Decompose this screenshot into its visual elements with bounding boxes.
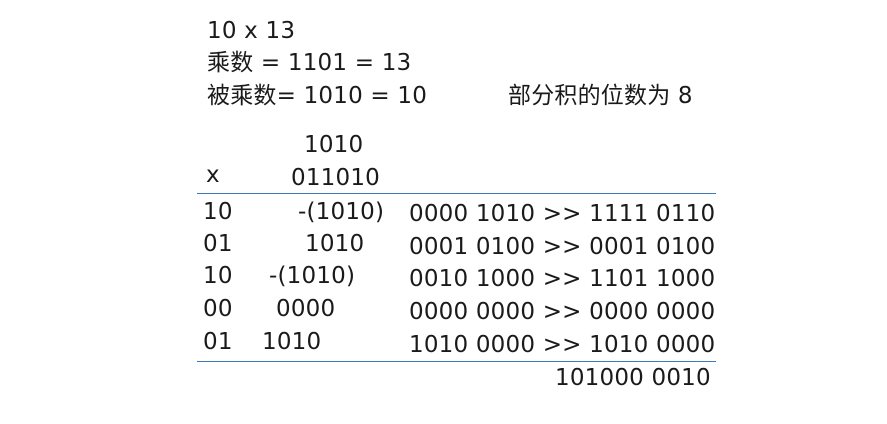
final-product: 101000 0010 bbox=[555, 365, 711, 391]
partial-product-step: 0000 1010 >> 1111 0110 bbox=[409, 201, 716, 227]
times-symbol: x bbox=[206, 162, 220, 188]
booth-operand: -(1010) bbox=[298, 199, 385, 225]
bottom-divider bbox=[197, 361, 716, 362]
partial-product-step: 0010 1000 >> 1101 1000 bbox=[409, 266, 716, 292]
booth-operand: -(1010) bbox=[269, 263, 356, 289]
booth-operand: 0000 bbox=[276, 296, 336, 322]
multiplier-line: 乘数 = 1101 = 13 bbox=[207, 50, 412, 76]
multiplier-value: 011010 bbox=[291, 165, 380, 191]
partial-product-step: 0001 0100 >> 0001 0100 bbox=[409, 234, 716, 260]
booth-pair: 10 bbox=[203, 263, 233, 289]
partial-product-step: 1010 0000 >> 1010 0000 bbox=[409, 332, 716, 358]
booth-pair: 01 bbox=[203, 329, 233, 355]
multiplicand-line: 被乘数= 1010 = 10 bbox=[207, 83, 428, 109]
booth-operand: 1010 bbox=[305, 231, 365, 257]
partial-product-bits-note: 部分积的位数为 8 bbox=[508, 83, 693, 109]
top-divider bbox=[197, 193, 716, 194]
booth-pair: 01 bbox=[203, 231, 233, 257]
multiplicand-value: 1010 bbox=[304, 132, 364, 158]
booth-pair: 10 bbox=[203, 199, 233, 225]
partial-product-step: 0000 0000 >> 0000 0000 bbox=[409, 299, 716, 325]
booth-operand: 1010 bbox=[262, 329, 322, 355]
booth-pair: 00 bbox=[203, 296, 233, 322]
expression-line: 10 x 13 bbox=[207, 18, 296, 44]
